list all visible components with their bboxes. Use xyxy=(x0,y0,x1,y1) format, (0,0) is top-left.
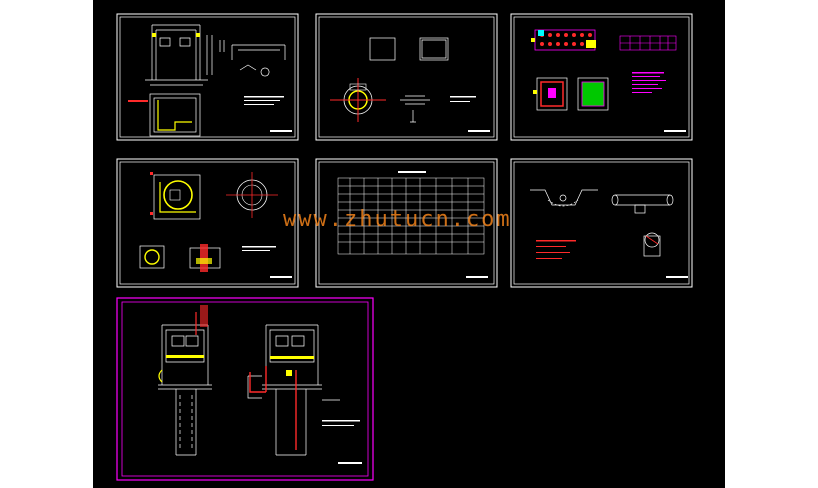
sheet-4-circle xyxy=(226,172,278,218)
sheet-2[interactable] xyxy=(315,13,498,141)
sheet-1[interactable] xyxy=(116,13,299,141)
sheet-7-red-pipe-right xyxy=(249,366,267,393)
sheet-2-notes xyxy=(450,96,490,132)
sheet-4-plan xyxy=(150,172,201,220)
sheet-6[interactable] xyxy=(510,158,693,288)
sheet-2-views xyxy=(369,37,449,123)
sheet-3-pipe-array xyxy=(531,29,596,51)
sheet-1-notes xyxy=(244,96,292,132)
sheet-1-plan-yellow xyxy=(157,100,192,131)
sheet-1-red-mark xyxy=(128,100,148,102)
sheet-1-section-view xyxy=(145,24,213,86)
sheet-7-yellow-hook xyxy=(158,369,163,383)
sheet-5-table xyxy=(337,177,485,255)
sheet-6-trench xyxy=(530,189,598,207)
sheet-1-yellow-mark xyxy=(196,33,200,37)
sheet-1-yellow-mark xyxy=(152,33,156,37)
sheet-5[interactable] xyxy=(315,158,498,288)
sheet-7-left-elevation xyxy=(158,324,212,456)
sheet-5-title-block xyxy=(466,276,488,278)
sheet-4-notes xyxy=(242,246,292,278)
sheet-7-yellow-beam xyxy=(166,355,204,358)
sheet-7-yellow-valve xyxy=(286,370,292,376)
sheet-6-pipe xyxy=(611,194,674,214)
drawing-canvas[interactable] xyxy=(93,0,725,488)
sheet-7-right-elevation xyxy=(247,324,340,456)
sheet-4-details xyxy=(139,244,221,272)
sheet-7-yellow-beam-right xyxy=(270,356,314,359)
sheet-3-title-block xyxy=(664,130,686,132)
sheet-6-notes xyxy=(536,240,688,278)
sheet-4[interactable] xyxy=(116,158,299,288)
sheet-2-circle-detail xyxy=(330,78,386,122)
sheet-7-notes xyxy=(322,420,362,464)
sheet-6-section xyxy=(643,232,661,257)
sheet-7-red-legend xyxy=(200,305,208,327)
sheet-5-table-title xyxy=(398,171,426,173)
sheet-1-detail xyxy=(219,40,286,77)
watermark-text: www.zhutucn.com xyxy=(283,207,512,232)
sheet-3-notes xyxy=(632,72,666,93)
cad-viewport[interactable]: www.zhutucn.com xyxy=(93,0,725,488)
sheet-3[interactable] xyxy=(510,13,693,141)
sheet-3-chamber-right xyxy=(577,77,609,111)
sheet-1-plan-view xyxy=(149,93,201,137)
sheet-7[interactable] xyxy=(116,297,374,481)
sheet-3-chamber-left xyxy=(533,77,568,111)
sheet-3-magenta-table xyxy=(619,35,677,51)
